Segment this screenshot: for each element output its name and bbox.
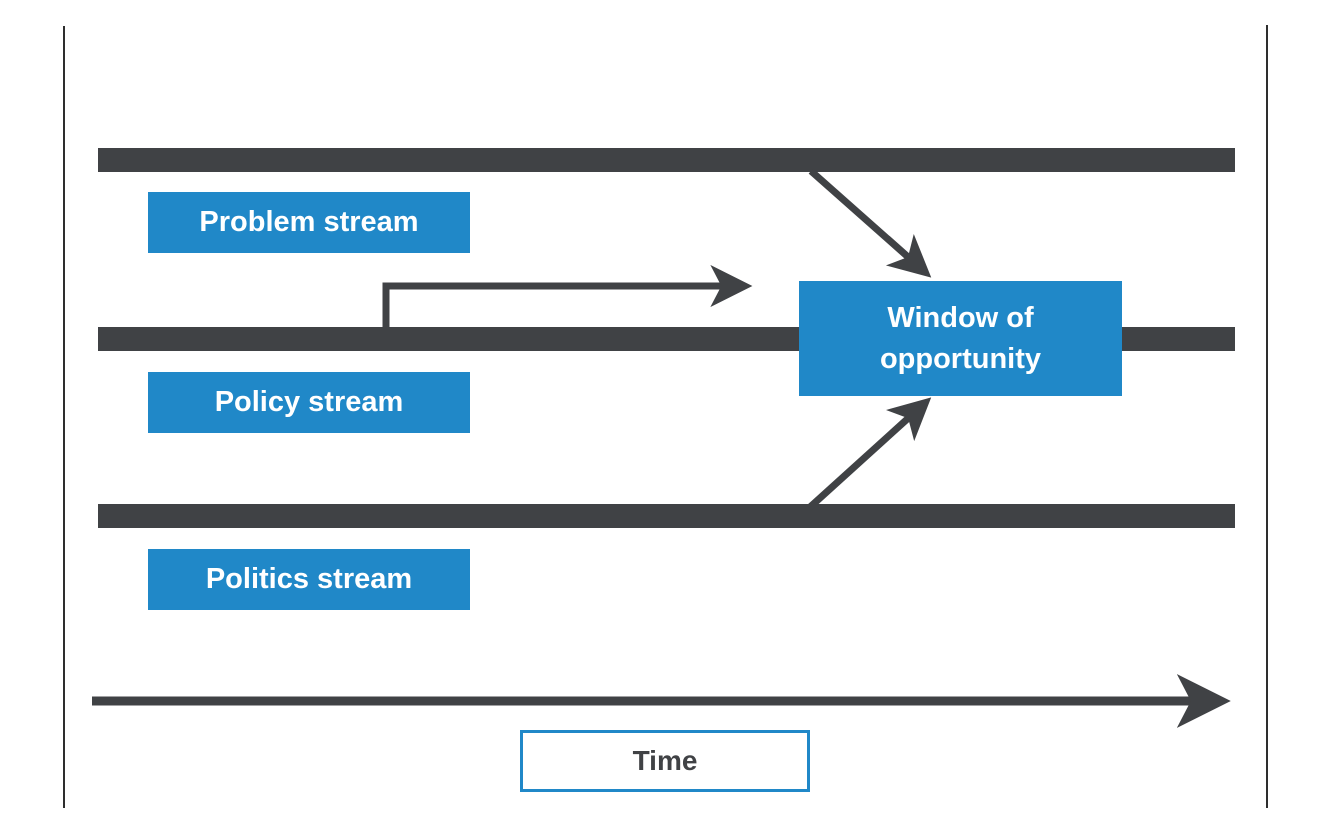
policy-to-window-arrow-icon xyxy=(382,265,753,327)
politics-to-window-arrow-icon xyxy=(806,397,932,511)
left-frame-line xyxy=(63,26,65,808)
problem-stream-label: Problem stream xyxy=(148,192,470,253)
time-axis-label-box: Time xyxy=(520,730,810,792)
time-axis-label-text: Time xyxy=(632,745,698,776)
right-frame-line xyxy=(1266,25,1268,808)
problem-stream-bar xyxy=(98,148,1235,172)
window-of-opportunity-box: Window of opportunity xyxy=(799,281,1122,396)
problem-stream-label-text: Problem stream xyxy=(199,206,419,238)
window-of-opportunity-line1: Window of xyxy=(887,302,1034,335)
politics-stream-label-text: Politics stream xyxy=(205,563,413,595)
policy-stream-label: Policy stream xyxy=(148,372,470,433)
window-of-opportunity-line2: opportunity xyxy=(879,342,1042,375)
problem-to-window-arrow-icon xyxy=(808,168,932,278)
politics-stream-label: Politics stream xyxy=(148,549,470,610)
politics-stream-bar xyxy=(98,504,1235,528)
policy-stream-label-text: Policy stream xyxy=(214,386,404,418)
